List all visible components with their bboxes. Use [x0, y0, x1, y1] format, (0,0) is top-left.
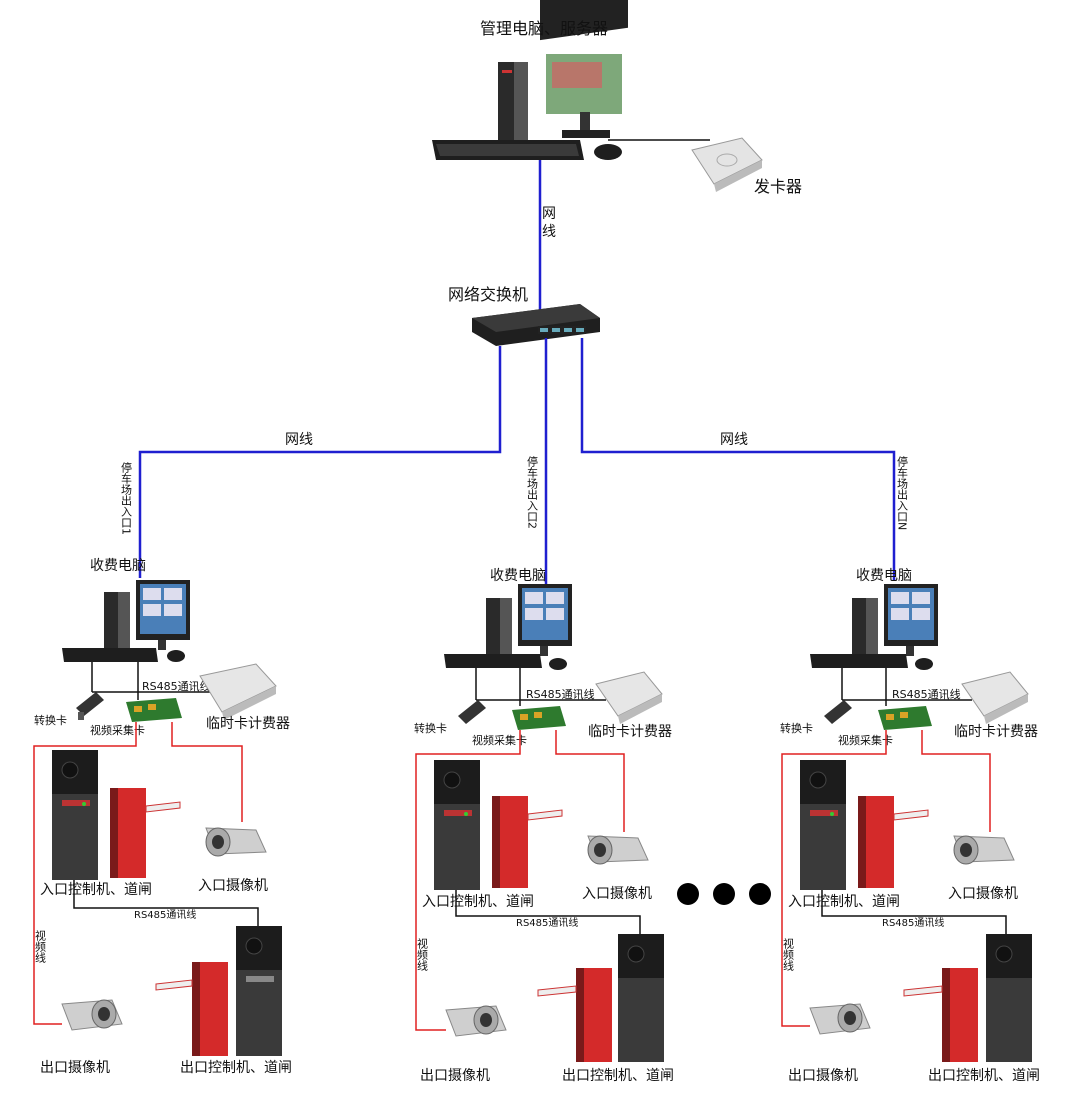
converter-label: 转换卡: [34, 713, 67, 727]
pc-label: 收费电脑: [90, 558, 146, 574]
video-line-label: 视频线: [34, 929, 47, 963]
exit-controller-label: 出口控制机、道闸: [562, 1068, 674, 1084]
exit-label-2: 停车场出入口2: [526, 455, 539, 529]
exit-label-n: 停车场出入口N: [896, 455, 909, 531]
station-n: 收费电脑 RS485通讯线 临时卡计费器 转换卡: [780, 568, 1040, 1084]
entry-barrier-icon: [858, 796, 929, 888]
video-line-label: 视频线: [416, 937, 429, 971]
exit-controller-icon: [986, 934, 1032, 1062]
capture-label: 视频采集卡: [838, 733, 893, 747]
card-issuer-icon: [691, 137, 763, 192]
exit-camera-icon: [61, 999, 123, 1031]
exit-controller-icon: [236, 926, 282, 1056]
temp-fee-label: 临时卡计费器: [206, 716, 290, 732]
rs485-top-label: RS485通讯线: [892, 687, 961, 701]
converter-label: 转换卡: [780, 721, 813, 735]
station-1: 收费电脑 RS485通讯线 临时卡计费器 转换: [33, 558, 292, 1076]
rs485-top-label: RS485通讯线: [142, 679, 211, 693]
switch-label: 网络交换机: [448, 285, 528, 304]
rs485-top-label: RS485通讯线: [526, 687, 595, 701]
entry-controller-icon: [434, 760, 480, 890]
capture-label: 视频采集卡: [472, 733, 527, 747]
more-stations-ellipsis: [677, 883, 771, 905]
rs485-bottom-label: RS485通讯线: [516, 916, 578, 929]
exit-barrier-icon: [537, 968, 612, 1062]
exit-camera-label: 出口摄像机: [40, 1060, 110, 1076]
network-switch-icon: [472, 304, 600, 346]
exit-barrier-icon: [155, 962, 228, 1056]
rs485-bottom-label: RS485通讯线: [882, 916, 944, 929]
temp-card-terminal-icon: [199, 663, 277, 720]
video-capture-card-icon: [512, 706, 566, 730]
exit-camera-icon: [809, 1003, 871, 1035]
exit-label-1: 停车场出入口1: [120, 461, 133, 535]
card-issuer-label: 发卡器: [754, 177, 802, 196]
entry-barrier-icon: [110, 788, 181, 878]
exit-controller-label: 出口控制机、道闸: [180, 1060, 292, 1076]
rs485-bottom-label: RS485通讯线: [134, 908, 196, 921]
exit-barrier-icon: [903, 968, 978, 1062]
video-line-label: 视频线: [782, 937, 795, 971]
converter-card-icon: [458, 700, 486, 724]
cable-to-station-1: [138, 346, 502, 578]
entry-controller-label: 入口控制机、道闸: [788, 894, 900, 910]
cable-to-station-n: [580, 338, 896, 580]
temp-card-terminal-icon: [595, 671, 663, 724]
video-capture-card-icon: [878, 706, 932, 730]
converter-card-icon: [76, 692, 104, 720]
converter-label: 转换卡: [414, 721, 447, 735]
entry-controller-icon: [800, 760, 846, 890]
entry-controller-icon: [52, 750, 98, 880]
converter-card-icon: [824, 700, 852, 724]
exit-camera-label: 出口摄像机: [420, 1068, 490, 1084]
billing-computer-icon: [444, 584, 572, 670]
pc-label: 收费电脑: [856, 568, 912, 584]
server-label: 管理电脑、服务器: [480, 19, 608, 38]
temp-card-terminal-icon: [961, 671, 1029, 724]
video-capture-card-icon: [126, 698, 182, 722]
station-2: 收费电脑 RS485通讯线 临时卡计费器 转换卡: [414, 568, 674, 1084]
temp-fee-label: 临时卡计费器: [954, 724, 1038, 740]
exit-camera-label: 出口摄像机: [788, 1068, 858, 1084]
entry-barrier-icon: [492, 796, 563, 888]
exit-camera-icon: [445, 1005, 507, 1037]
left-cable-label: 网线: [285, 432, 313, 448]
exit-controller-label: 出口控制机、道闸: [928, 1068, 1040, 1084]
network-cable-label-1: 网线: [542, 206, 556, 240]
server-computer-icon: [432, 0, 628, 160]
entry-camera-icon: [587, 835, 649, 865]
exit-controller-icon: [618, 934, 664, 1062]
billing-computer-icon: [810, 584, 938, 670]
entry-camera-label: 入口摄像机: [582, 886, 652, 902]
entry-camera-icon: [953, 835, 1015, 865]
entry-controller-label: 入口控制机、道闸: [422, 894, 534, 910]
entry-camera-label: 入口摄像机: [198, 878, 268, 894]
entry-camera-label: 入口摄像机: [948, 886, 1018, 902]
pc-label: 收费电脑: [490, 568, 546, 584]
entry-controller-label: 入口控制机、道闸: [40, 882, 152, 898]
right-cable-label: 网线: [720, 432, 748, 448]
temp-fee-label: 临时卡计费器: [588, 724, 672, 740]
entry-camera-icon: [205, 827, 267, 857]
billing-computer-icon: [62, 580, 190, 662]
capture-label: 视频采集卡: [90, 723, 145, 737]
